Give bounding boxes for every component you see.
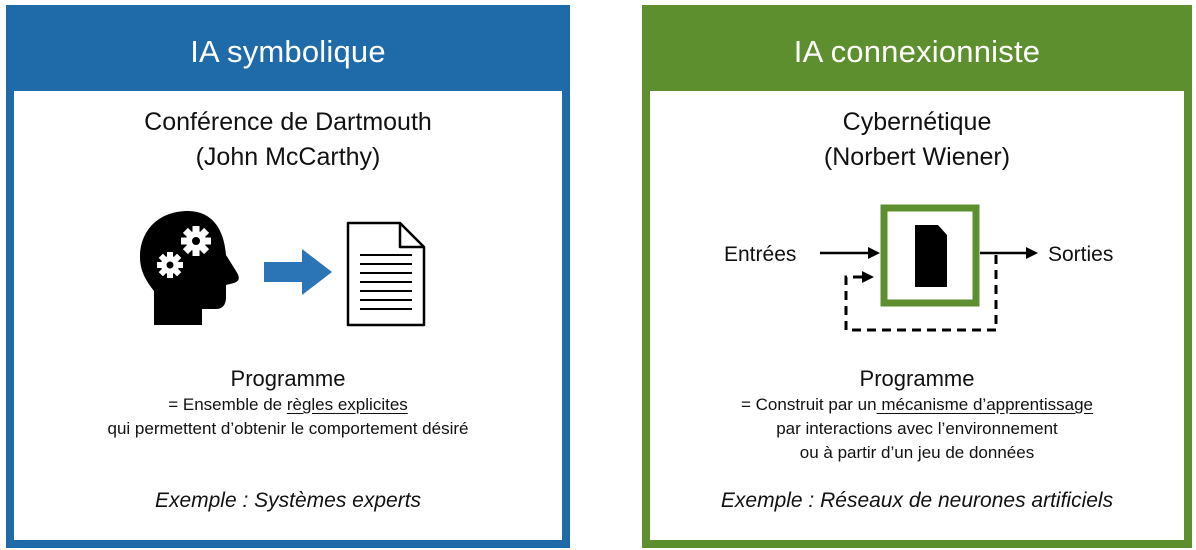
symbolic-program-underlined: règles explicites [286, 395, 408, 414]
symbolic-origin: Conférence de Dartmouth (John McCarthy) [14, 105, 562, 175]
feedback-loop-diagram [820, 204, 1038, 332]
connectionist-program-title: Programme [859, 366, 975, 391]
symbolic-origin-line2: (John McCarthy) [195, 143, 381, 171]
output-arrow [980, 247, 1038, 259]
connectionist-program-line3: ou à partir d’un jeu de données [799, 443, 1035, 462]
symbolic-program-line2: qui permettent d’obtenir le comportement… [107, 419, 469, 438]
connectionist-origin: Cybernétique (Norbert Wiener) [650, 105, 1184, 175]
symbolic-origin-line1: Conférence de Dartmouth [144, 108, 432, 136]
connectionist-program-line2: par interactions avec l’environnement [776, 419, 1058, 438]
input-label: Entrées [724, 243, 797, 266]
connectionist-program-description: Programme = Construit par un mécanisme d… [650, 365, 1184, 465]
head-gears-icon [140, 211, 239, 325]
input-arrow [820, 247, 880, 259]
feedback-loop-arrow [844, 255, 998, 332]
symbolic-example: Exemple : Systèmes experts [154, 489, 422, 512]
symbolic-program-title: Programme [230, 366, 346, 391]
document-icon [346, 221, 426, 327]
connectionist-origin-line2: (Norbert Wiener) [823, 143, 1011, 171]
black-box-icon [915, 225, 947, 287]
connectionist-ai-header: IA connexionniste [650, 13, 1184, 91]
connectionist-example: Exemple : Réseaux de neurones artificiel… [720, 489, 1114, 512]
connectionist-program-line1: = Construit par un mécanisme d’apprentis… [650, 393, 1184, 417]
connectionist-origin-line1: Cybernétique [842, 108, 992, 136]
connectionist-ai-panel: IA connexionniste Cybernétique (Norbert … [642, 5, 1192, 548]
connectionist-program-prefix: = Construit par un [740, 395, 877, 414]
arrow-right-icon [264, 249, 332, 295]
connectionist-program-underlined: mécanisme d’apprentissage [876, 395, 1093, 414]
symbolic-program-line1: = Ensemble de règles explicites [14, 393, 562, 417]
symbolic-program-prefix: = Ensemble de [168, 395, 287, 414]
output-label: Sorties [1048, 243, 1114, 266]
symbolic-program-description: Programme = Ensemble de règles explicite… [14, 365, 562, 441]
symbolic-ai-panel: IA symbolique Conférence de Dartmouth (J… [6, 5, 570, 548]
symbolic-ai-header: IA symbolique [14, 13, 562, 91]
